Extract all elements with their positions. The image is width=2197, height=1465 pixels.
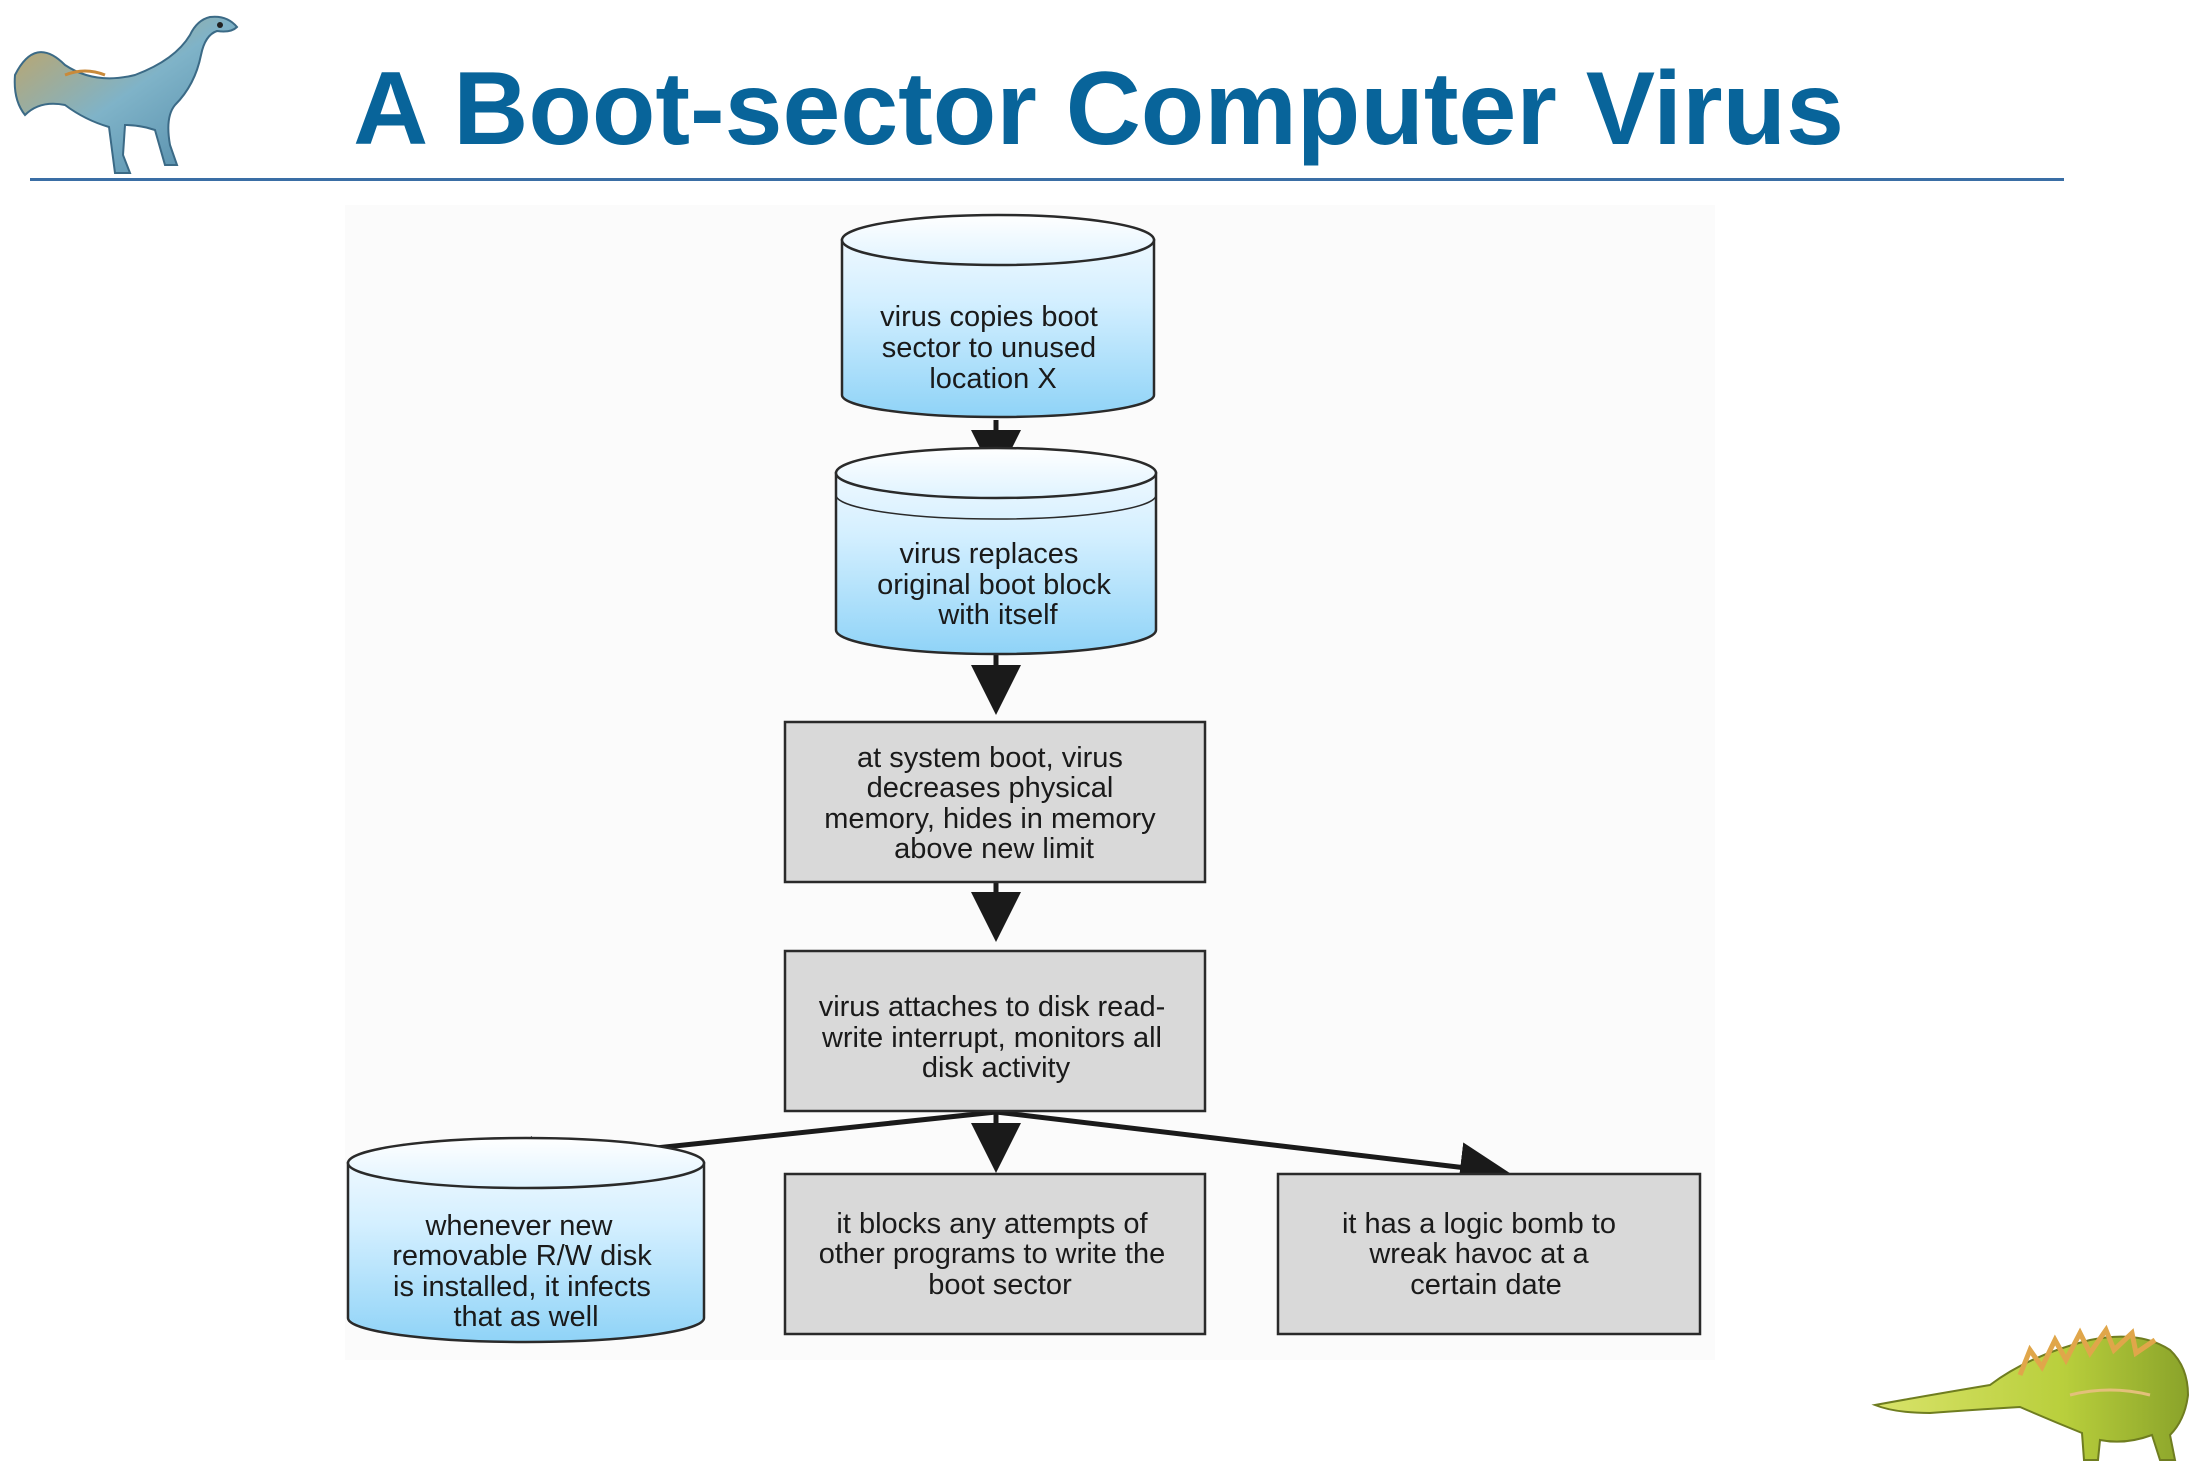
- dinosaur-icon: [13, 15, 239, 174]
- node-line: other programs to write the: [819, 1238, 1166, 1270]
- svg-text:virus attaches to disk read-: virus attaches to disk read- write inter…: [819, 991, 1174, 1084]
- node-line: original boot block: [877, 569, 1111, 601]
- node-hide-in-memory: at system boot, virus decreases physical…: [783, 720, 1207, 884]
- edge-attach-to-bomb: [995, 1109, 1510, 1193]
- node-copy-boot-sector: virus copies boot sector to unused locat…: [840, 213, 1156, 419]
- node-line: wreak havoc at a: [1368, 1238, 1589, 1270]
- node-line: certain date: [1410, 1269, 1562, 1301]
- node-logic-bomb: it has a logic bomb to wreak havoc at a …: [1276, 1172, 1702, 1336]
- node-line: it has a logic bomb to: [1342, 1208, 1616, 1240]
- svg-text:it blocks any attempts of: it blocks any attempts of other programs…: [819, 1208, 1174, 1301]
- svg-text:virus replaces origina: virus replaces original boot block with …: [877, 538, 1119, 631]
- node-line: above new limit: [894, 833, 1094, 865]
- node-line: decreases physical: [867, 772, 1114, 804]
- title-divider: [30, 178, 2064, 181]
- svg-text:at system boot, virus: at system boot, virus decreases physical…: [824, 742, 1164, 865]
- svg-text:virus copies boot sect: virus copies boot sector to unused locat…: [880, 301, 1106, 395]
- svg-text:whenever new removable: whenever new removable R/W disk is insta…: [392, 1210, 660, 1333]
- node-line: virus copies boot: [880, 301, 1098, 333]
- node-line: memory, hides in memory: [824, 803, 1156, 835]
- node-line: that as well: [453, 1301, 598, 1333]
- node-block-writes: it blocks any attempts of other programs…: [783, 1172, 1207, 1336]
- node-line: whenever new: [424, 1210, 613, 1242]
- node-replace-boot-block: virus replaces original boot block with …: [834, 446, 1158, 656]
- node-line: disk activity: [922, 1052, 1071, 1084]
- node-line: write interrupt, monitors all: [821, 1022, 1162, 1054]
- node-line: it blocks any attempts of: [836, 1208, 1148, 1240]
- node-line: removable R/W disk: [392, 1240, 652, 1272]
- node-line: sector to unused: [882, 332, 1096, 364]
- node-line: virus replaces: [900, 538, 1079, 570]
- node-attach-interrupt: virus attaches to disk read- write inter…: [783, 949, 1207, 1113]
- node-line: is installed, it infects: [393, 1271, 651, 1303]
- node-line: virus attaches to disk read-: [819, 991, 1166, 1023]
- node-line: boot sector: [928, 1269, 1072, 1301]
- slide-title: A Boot-sector Computer Virus: [353, 51, 1844, 167]
- node-line: location X: [929, 363, 1056, 395]
- node-infect-removable: whenever new removable R/W disk is insta…: [346, 1136, 706, 1344]
- stegosaurus-icon: [1871, 1324, 2190, 1461]
- node-line: with itself: [937, 599, 1058, 631]
- node-line: at system boot, virus: [857, 742, 1123, 774]
- svg-text:it has a logic bomb to: it has a logic bomb to wreak havoc at a …: [1342, 1208, 1624, 1301]
